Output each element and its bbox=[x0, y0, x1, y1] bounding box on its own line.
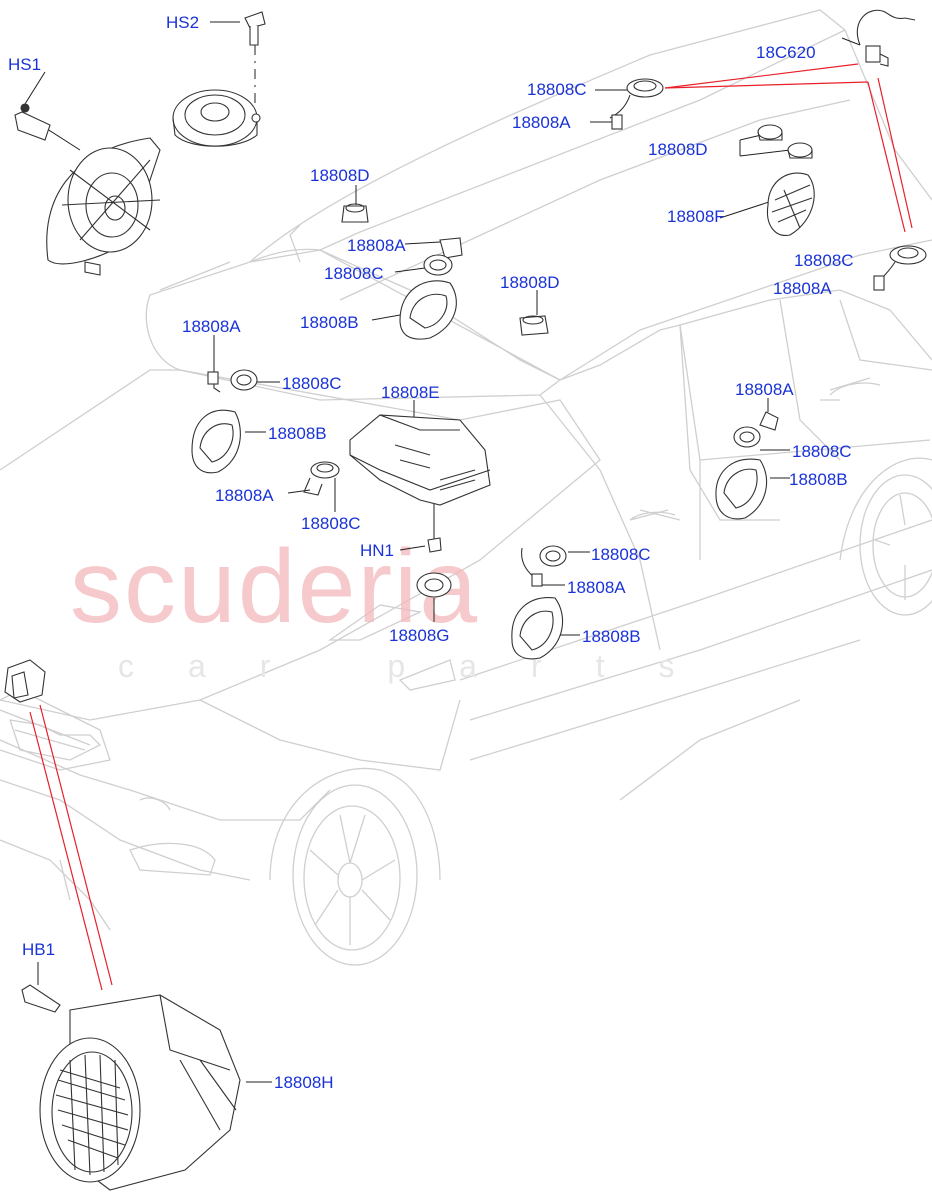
hs2-part bbox=[172, 11, 266, 147]
red-leader-lines bbox=[29, 63, 913, 991]
amplifier-f bbox=[766, 172, 815, 236]
callout-18808b-left[interactable]: 18808B bbox=[300, 313, 359, 332]
callout-18c620[interactable]: 18C620 bbox=[756, 43, 816, 62]
callout-18808c-top[interactable]: 18808C bbox=[527, 80, 587, 99]
callout-18808c-front-door[interactable]: 18808C bbox=[591, 545, 651, 564]
hs1-part bbox=[14, 103, 161, 276]
callout-18808d-top[interactable]: 18808D bbox=[648, 140, 708, 159]
callout-18808a-mid[interactable]: 18808A bbox=[215, 486, 274, 505]
callout-hs1[interactable]: HS1 bbox=[8, 55, 42, 74]
tweeter-pair-d bbox=[757, 124, 813, 159]
callout-hb1[interactable]: HB1 bbox=[22, 940, 56, 959]
front-left-speaker-group bbox=[341, 203, 463, 340]
callout-18808a-front-door[interactable]: 18808A bbox=[567, 578, 626, 597]
front-wheel-art bbox=[292, 784, 418, 966]
amplifier-e bbox=[349, 414, 491, 506]
callout-18808e[interactable]: 18808E bbox=[381, 383, 440, 402]
callout-18808d-left[interactable]: 18808D bbox=[310, 166, 370, 185]
callout-18808a-door[interactable]: 18808A bbox=[182, 317, 241, 336]
callout-hn1[interactable]: HN1 bbox=[360, 541, 395, 560]
left-door-speaker-group bbox=[191, 362, 258, 474]
callout-18808g[interactable]: 18808G bbox=[389, 626, 450, 645]
tweeter-left-small bbox=[303, 461, 340, 496]
callout-18808a-rear-door[interactable]: 18808A bbox=[735, 380, 794, 399]
front-right-door-group bbox=[511, 545, 567, 660]
rear-wheel-art bbox=[839, 457, 932, 616]
callout-18808f[interactable]: 18808F bbox=[667, 207, 725, 226]
callout-18808a-right-rear[interactable]: 18808A bbox=[773, 279, 832, 298]
black-leader-lines bbox=[24, 21, 861, 1083]
vehicle-roof-outline bbox=[249, 9, 932, 263]
horn-h-part bbox=[21, 984, 241, 1191]
tweeter-centre-dash bbox=[519, 315, 549, 336]
bumper-sensor bbox=[4, 659, 46, 703]
callout-18808c-rear-door[interactable]: 18808C bbox=[792, 442, 852, 461]
callout-18808c-mid[interactable]: 18808C bbox=[301, 514, 361, 533]
callout-18808b-front-door[interactable]: 18808B bbox=[582, 627, 641, 646]
callout-18808c-door[interactable]: 18808C bbox=[282, 374, 342, 393]
centre-speaker-g bbox=[416, 537, 452, 598]
callout-18808a-left[interactable]: 18808A bbox=[347, 236, 406, 255]
callout-18808a-top[interactable]: 18808A bbox=[512, 113, 571, 132]
c620-part bbox=[856, 9, 916, 67]
callout-hs2[interactable]: HS2 bbox=[166, 13, 200, 32]
rear-right-door-group bbox=[715, 411, 779, 520]
tweeter-right-rear bbox=[873, 245, 927, 291]
tweeter-top-centre bbox=[609, 78, 664, 130]
callout-18808c-right-rear[interactable]: 18808C bbox=[794, 251, 854, 270]
callout-18808c-left[interactable]: 18808C bbox=[324, 264, 384, 283]
callout-18808b-rear-door[interactable]: 18808B bbox=[789, 470, 848, 489]
callout-18808b-door[interactable]: 18808B bbox=[268, 424, 327, 443]
callout-18808h[interactable]: 18808H bbox=[274, 1073, 334, 1092]
vehicle-hood bbox=[0, 369, 601, 721]
callout-18808d-centre[interactable]: 18808D bbox=[500, 273, 560, 292]
